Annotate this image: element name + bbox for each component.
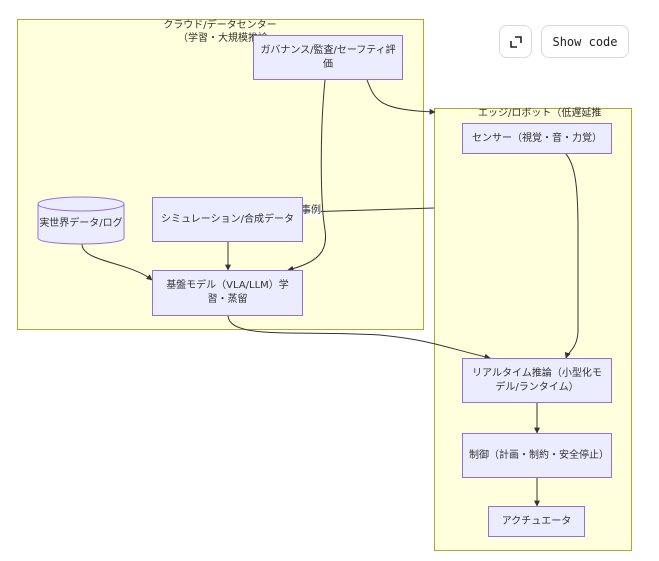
edge-cases-to-simulation: [302, 207, 435, 215]
node-actuator: アクチュエータ: [488, 506, 585, 537]
expand-icon: [509, 35, 522, 48]
edge-cluster-label: エッジ/ロボット（低遅延推: [478, 108, 602, 119]
node-sensor: センサー（視覚・音・力覚）: [462, 123, 612, 154]
edge-governance-to-edge: [366, 79, 436, 115]
show-code-button[interactable]: Show code: [541, 25, 629, 58]
expand-button[interactable]: [499, 25, 532, 58]
node-inference: リアルタイム推論（小型化モデル/ランタイム）: [462, 358, 612, 403]
cloud-cluster-label-1: クラウド/データセンター: [163, 20, 277, 31]
cloud-cluster-label-2: （学習・大規模推論: [178, 33, 268, 44]
edge-label-cases: 事例: [301, 205, 321, 217]
edge-realworld-to-foundation: [81, 243, 153, 281]
node-realworld: 実世界データ/ログ: [39, 218, 123, 229]
edge-sensor-to-inference: [564, 153, 579, 359]
realworld-cylinder: [37, 196, 125, 245]
node-governance: ガバナンス/監査/セーフティ評価: [253, 35, 403, 80]
node-control: 制御（計画・制約・安全停止）: [462, 433, 612, 478]
node-foundation: 基盤モデル（VLA/LLM）学習・蒸留: [152, 270, 303, 316]
node-simulation: シミュレーション/合成データ: [152, 197, 303, 242]
edge-governance-to-foundation: [287, 79, 327, 272]
edge-foundation-to-inference: [227, 315, 491, 360]
